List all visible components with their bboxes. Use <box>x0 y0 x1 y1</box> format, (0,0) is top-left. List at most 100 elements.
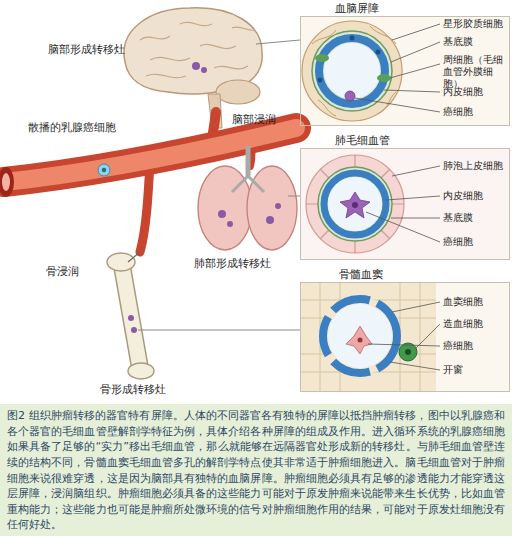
part-label: 内皮细胞 <box>443 190 483 202</box>
blood-brain-barrier-vessel <box>324 43 380 99</box>
lungs <box>247 166 297 250</box>
leader-line <box>390 362 440 370</box>
leader-line <box>386 196 440 200</box>
bone <box>122 266 140 368</box>
bone-marrow-sinusoid <box>399 343 417 361</box>
artery <box>4 128 296 182</box>
brain <box>216 80 260 104</box>
inset-pointer <box>288 196 300 197</box>
part-label: 周细胞（毛细血管外膜细胞） <box>443 54 509 90</box>
organ-label: 脑部形成转移灶 <box>48 44 125 56</box>
blood-brain-barrier-vessel <box>377 74 391 82</box>
inset-pointer <box>256 40 300 44</box>
bone <box>107 253 135 271</box>
lung-capillary-vessel <box>306 155 404 253</box>
part-label: 血窦细胞 <box>443 296 483 308</box>
lungs <box>198 146 297 250</box>
panel-ground <box>300 16 510 392</box>
lungs <box>227 221 233 227</box>
bone-marrow-sinusoid <box>405 349 411 355</box>
lung-capillary-vessel <box>318 167 392 241</box>
bone <box>122 266 140 368</box>
artery <box>4 128 296 182</box>
organ-label: 脑部浸润 <box>232 114 276 126</box>
blood-brain-barrier-vessel <box>315 54 329 62</box>
part-label: 开窗 <box>443 364 463 376</box>
brain <box>192 62 200 70</box>
bone-marrow-sinusoid <box>328 304 392 368</box>
leader-line <box>368 344 440 346</box>
lungs <box>266 216 274 224</box>
part-label: 造血细胞 <box>443 318 483 330</box>
lungs <box>218 210 226 218</box>
bone-marrow-sinusoid <box>321 297 399 375</box>
artery <box>0 167 14 197</box>
part-label: 癌细胞 <box>443 236 473 248</box>
blood-brain-barrier-vessel <box>350 36 355 41</box>
part-label: 基底膜 <box>443 36 473 48</box>
inset-pointer <box>138 330 300 331</box>
organ-label: 骨浸润 <box>46 266 79 278</box>
artery <box>2 173 10 191</box>
lung-capillary-vessel <box>306 155 404 253</box>
leader-line <box>391 218 440 219</box>
bone <box>128 252 140 262</box>
part-label: 星形胶质细胞 <box>443 18 503 30</box>
panel-ground <box>300 16 510 126</box>
lungs <box>232 176 264 192</box>
artery <box>102 168 106 172</box>
bone <box>107 252 154 379</box>
panel-ground <box>300 148 510 260</box>
artery <box>98 164 110 176</box>
part-label: 肺泡上皮细胞 <box>443 160 503 172</box>
brain <box>140 22 254 77</box>
bone-marrow-sinusoid <box>301 283 436 391</box>
lungs <box>246 146 251 176</box>
leader-line <box>416 324 440 348</box>
blood-brain-barrier-vessel <box>345 91 355 101</box>
leader-line <box>392 166 440 176</box>
caption-text: 图2 组织肿瘤转移的器官特有屏障。人体的不同器官各有独特的屏障以抵挡肿瘤转移，图… <box>7 408 505 533</box>
organ-label: 肺部形成转移灶 <box>194 258 271 270</box>
blood-brain-barrier-vessel <box>312 31 392 111</box>
leader-line <box>355 24 440 370</box>
leader-line <box>384 90 440 92</box>
bone-marrow-sinusoid <box>358 338 363 343</box>
part-label: 癌细胞 <box>443 106 473 118</box>
brain <box>124 8 262 128</box>
lungs <box>275 203 281 209</box>
panel-ground <box>300 282 510 392</box>
blood-brain-barrier-vessel <box>302 21 402 121</box>
lung-capillary-vessel <box>340 192 370 218</box>
bone <box>128 315 134 321</box>
leader-line <box>391 42 440 62</box>
leader-line <box>355 98 440 112</box>
lung-capillary-vessel <box>306 155 404 253</box>
blood-brain-barrier-vessel <box>318 78 323 83</box>
bone-marrow-sinusoid <box>301 283 436 391</box>
panel-title: 骨髓血窦 <box>339 268 383 281</box>
bone-marrow-sinusoid <box>301 283 436 391</box>
leader-line <box>392 302 440 312</box>
bone <box>131 327 137 333</box>
inset-pointer <box>138 40 300 330</box>
lung-capillary-vessel <box>328 177 382 231</box>
bone-marrow-sinusoid <box>323 299 397 373</box>
artery <box>0 112 296 252</box>
leader-line <box>392 24 440 40</box>
caption-box: 图2 组织肿瘤转移的器官特有屏障。人体的不同器官各有独特的屏障以抵挡肿瘤转移，图… <box>0 404 512 536</box>
part-label: 基底膜 <box>443 212 473 224</box>
blood-brain-barrier-vessel <box>302 21 402 121</box>
part-label: 内皮细胞 <box>443 86 483 98</box>
panel-title: 肺毛细血管 <box>335 134 390 147</box>
blood-brain-barrier-vessel <box>319 38 385 104</box>
bone <box>128 363 154 379</box>
leader-line <box>366 212 440 242</box>
leader-line <box>390 64 440 78</box>
organ-label: 散播的乳腺癌细胞 <box>28 122 116 134</box>
brain <box>201 67 207 73</box>
part-label: 癌细胞 <box>443 340 473 352</box>
lung-capillary-vessel <box>352 202 358 208</box>
bone-marrow-sinusoid <box>346 326 372 354</box>
